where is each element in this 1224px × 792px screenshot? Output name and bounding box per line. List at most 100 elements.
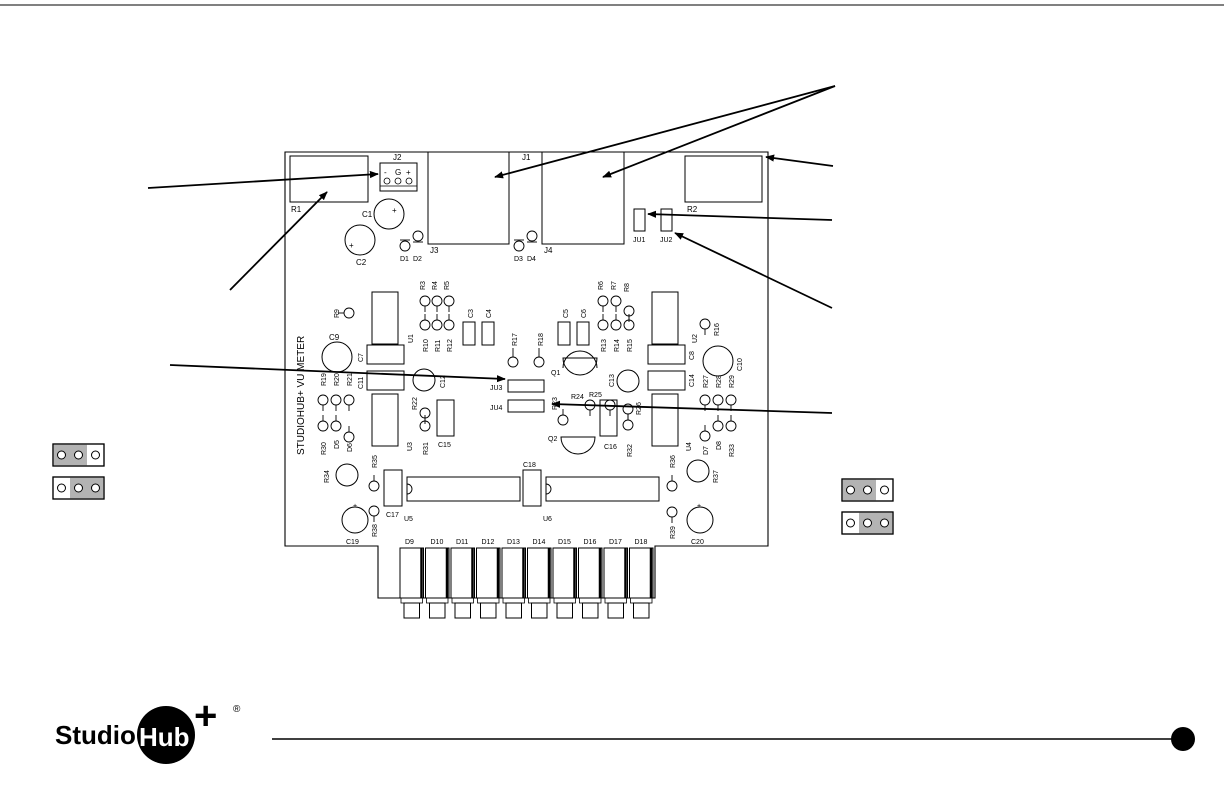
ic-u6 <box>545 476 660 502</box>
led-base-3 <box>477 597 500 604</box>
resistor-label-31: D8 <box>716 441 723 450</box>
d3-label: D3 <box>514 256 523 263</box>
logo-hub: Hub <box>139 722 190 752</box>
connector-j2: - G + <box>379 162 418 192</box>
led-8 <box>603 547 628 599</box>
logo-studio: Studio <box>55 720 136 750</box>
resistor-18 <box>330 420 342 432</box>
resistor-label-32: R33 <box>729 444 736 457</box>
r17-label: R17 <box>512 333 519 346</box>
resistor-1 <box>431 295 443 307</box>
resistor-13 <box>699 318 711 330</box>
cap-c12 <box>412 368 436 392</box>
led-base-8 <box>604 597 627 604</box>
led-lens-4 <box>505 602 522 619</box>
resistor-label-14: R19 <box>321 373 328 386</box>
pcb-board <box>284 151 769 599</box>
led-base-5 <box>528 597 551 604</box>
c13-label: C13 <box>609 374 616 387</box>
led-lens-9 <box>633 602 650 619</box>
resistor-label-26: R32 <box>627 444 634 457</box>
u2-label: U2 <box>692 334 699 343</box>
studiohub-logo: Studio Hub + ® <box>55 694 241 764</box>
led-lens-1 <box>429 602 446 619</box>
c15-label: C15 <box>438 442 451 449</box>
led-lens-3 <box>480 602 497 619</box>
resistor-7 <box>610 295 622 307</box>
resistor-30 <box>699 430 711 442</box>
jumper-pin-right-top-0 <box>846 485 855 495</box>
jumper-ju3 <box>507 379 545 393</box>
resistor-0 <box>419 295 431 307</box>
jack-j4 <box>541 152 625 245</box>
c17-label: C17 <box>386 512 399 519</box>
jumper-pin-left-bottom-2 <box>91 483 100 493</box>
u3-label: U3 <box>407 442 414 451</box>
logo-hub-circle <box>137 706 195 764</box>
resistor-label-35: R36 <box>670 455 677 468</box>
c18-label: C18 <box>523 462 536 469</box>
jumper-ju1 <box>633 208 646 232</box>
jumper-frame-left-bottom <box>52 476 105 500</box>
jumper-pin-right-bottom-0 <box>846 518 855 528</box>
led-base-2 <box>451 597 474 604</box>
resistor-dots <box>317 295 737 523</box>
jumper-setting-diagrams <box>52 443 894 535</box>
led-label-3: D12 <box>482 539 495 546</box>
u6-notch <box>545 483 552 495</box>
resistor-17 <box>317 420 329 432</box>
resistor-31 <box>712 420 724 432</box>
resistor-10 <box>610 319 622 331</box>
led-6 <box>552 547 577 599</box>
cap-c20 <box>686 506 714 534</box>
ics <box>371 291 679 447</box>
resistor-9 <box>597 319 609 331</box>
u4-label: U4 <box>686 442 693 451</box>
cap-c1 <box>373 198 405 230</box>
resistor-label-33: R35 <box>372 455 379 468</box>
resistor-label-29: R29 <box>729 375 736 388</box>
c1-plus: + <box>392 206 397 215</box>
led-2 <box>450 547 475 599</box>
resistor-label-25: R26 <box>636 402 643 415</box>
resistor-2 <box>443 295 455 307</box>
c20-label: C20 <box>691 539 704 546</box>
resistor-label-21: R31 <box>423 442 430 455</box>
film-caps <box>366 344 686 391</box>
ju4-label: JU4 <box>490 405 503 412</box>
resistor-28 <box>712 394 724 406</box>
led-base-9 <box>630 597 653 604</box>
resistor-label-27: R27 <box>703 375 710 388</box>
resistor-29 <box>725 394 737 406</box>
resistor-label-7: R7 <box>611 281 618 290</box>
jumper-pin-right-top-2 <box>880 485 889 495</box>
c5-label: C5 <box>563 309 570 318</box>
resistor-22 <box>557 414 569 426</box>
resistor-26 <box>622 419 634 431</box>
transistor-q1 <box>562 357 598 376</box>
resistor-5 <box>443 319 455 331</box>
cap-c16 <box>599 399 618 437</box>
resistor-label-28: R28 <box>716 375 723 388</box>
led-0 <box>399 547 424 599</box>
r34-label: R34 <box>324 470 331 483</box>
cap-c15 <box>436 399 455 437</box>
led-lens-8 <box>607 602 624 619</box>
led-label-1: D10 <box>431 539 444 546</box>
resistor-label-19: D6 <box>347 443 354 452</box>
resistor-label-15: R20 <box>334 373 341 386</box>
resistor-12 <box>343 307 355 319</box>
r1-label: R1 <box>291 205 302 214</box>
resistor-35 <box>666 480 678 492</box>
led-label-8: D17 <box>609 539 622 546</box>
led-label-0: D9 <box>405 539 414 546</box>
cap-c2 <box>344 224 376 256</box>
resistor-label-1: R4 <box>432 281 439 290</box>
jumper-pin-left-top-1 <box>74 450 83 460</box>
resistor-label-13: R16 <box>714 323 721 336</box>
u5-notch <box>406 483 413 495</box>
resistor-label-10: R14 <box>614 339 621 352</box>
resistor-15 <box>330 394 342 406</box>
led-label-7: D16 <box>584 539 597 546</box>
jumper-pin-left-top-0 <box>57 450 66 460</box>
